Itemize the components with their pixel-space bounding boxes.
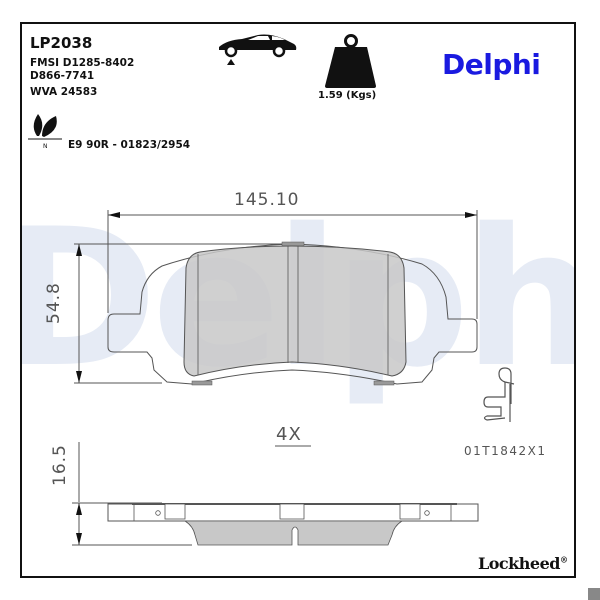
registered-mark: ® — [559, 554, 568, 565]
height-dimension: 54.8 — [44, 282, 64, 324]
wva-number: WVA 24583 — [30, 86, 98, 98]
width-dimension: 145.10 — [234, 190, 300, 210]
technical-drawing: N — [28, 34, 515, 546]
clip-icon — [483, 367, 515, 422]
weight-value: 1.59 (Kgs) — [318, 90, 377, 101]
thickness-dimension: 16.5 — [50, 444, 70, 486]
quantity-label: 4X — [276, 424, 302, 445]
weight-icon — [325, 34, 376, 88]
part-number: LP2038 — [30, 34, 93, 52]
fmsi-codes: FMSI D1285-8402 D866-7741 — [30, 57, 134, 83]
car-front-axle-icon — [219, 34, 297, 65]
ece-approval: E9 90R - 01823/2954 — [68, 139, 191, 151]
lockheed-text: Lockheed — [478, 554, 560, 573]
svg-text:N: N — [43, 143, 48, 150]
fmsi-line-2: D866-7741 — [30, 70, 95, 82]
datasheet-frame: Delphi LP2038 FMSI D1285-8402 D866-7741 … — [20, 22, 576, 578]
leaf-eco-icon: N — [28, 114, 62, 150]
fmsi-line-1: FMSI D1285-8402 — [30, 57, 135, 69]
side-view — [107, 503, 479, 546]
lockheed-logo: Lockheed® — [478, 554, 568, 573]
delphi-logo: Delphi — [442, 48, 541, 81]
corner-marker — [588, 588, 600, 600]
clip-code: 01T1842X1 — [464, 444, 547, 458]
